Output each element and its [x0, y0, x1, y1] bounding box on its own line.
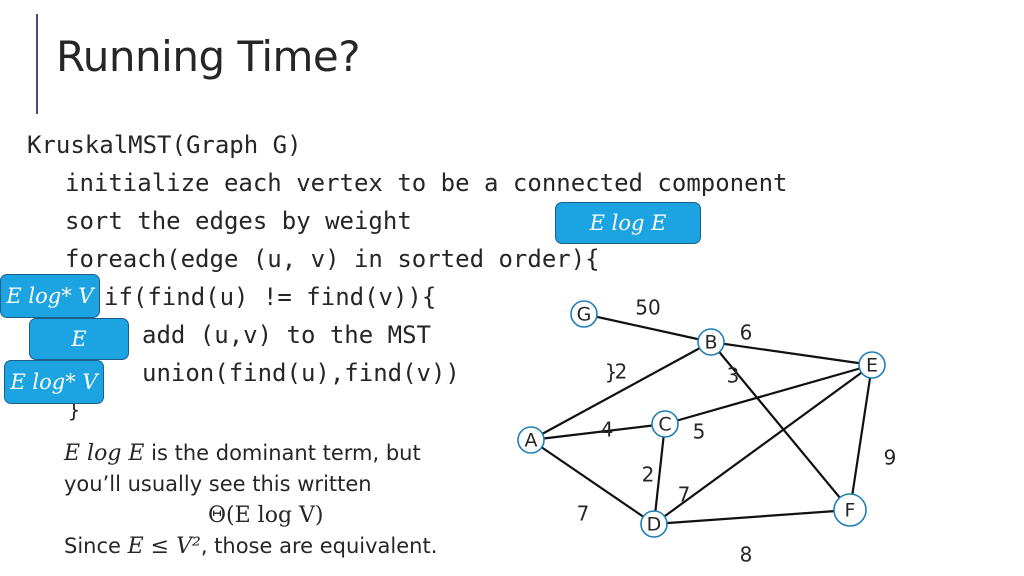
edge-weight-G-B: 50: [635, 296, 660, 320]
graph-node-circle-E: [858, 351, 886, 379]
note-dominant-term-math: E log E: [64, 441, 145, 466]
code-line-sort-edges: sort the edges by weight: [65, 207, 412, 235]
edge-weight-D-E: 7: [678, 483, 691, 507]
edge-weight-C-E: 5: [693, 420, 706, 444]
edge-D-F: [653, 508, 851, 526]
find-cost-badge: E log* V: [0, 274, 100, 318]
edge-B-E: [710, 340, 873, 367]
code-line-union: union(find(u),find(v)): [142, 359, 460, 387]
graph-node-label-B: B: [704, 332, 717, 354]
code-line-function-signature: KruskalMST(Graph G): [27, 131, 302, 159]
graph-node-circle-D: [640, 510, 668, 538]
note-dominant-term: E log E is the dominant term, but: [64, 441, 421, 466]
code-line-initialize: initialize each vertex to be a connected…: [65, 169, 788, 197]
note-equivalence: Since E ≤ V², those are equivalent.: [64, 534, 437, 559]
graph-node-E: E: [858, 351, 886, 379]
note-theta-math: Θ(E log V): [208, 503, 324, 528]
code-line-add-edge: add (u,v) to the MST: [142, 321, 431, 349]
edge-A-D: [530, 439, 655, 525]
graph-node-circle-C: [651, 410, 679, 438]
graph-node-label-G: G: [577, 304, 592, 326]
edge-C-D: [652, 423, 667, 525]
edge-A-C: [530, 422, 666, 442]
graph-node-label-E: E: [866, 355, 878, 377]
note-equivalence-post: , those are equivalent.: [200, 534, 438, 558]
edge-D-E: [653, 364, 873, 525]
edge-weight-B-F: 3: [727, 364, 740, 388]
graph-node-A: A: [517, 426, 545, 454]
edge-C-E: [664, 363, 873, 426]
graph-node-label-A: A: [525, 430, 538, 452]
code-line-if-find: if(find(u) != find(v)){: [104, 283, 437, 311]
edge-weight-E-F: 9: [884, 446, 897, 470]
edge-weight-A-D: 7: [577, 502, 590, 526]
union-cost-badge: E log* V: [4, 360, 104, 404]
edge-weight-B-E: 6: [740, 321, 753, 345]
slide-title: Running Time?: [56, 32, 361, 81]
graph-nodes: G B E C A F D: [517, 300, 886, 538]
graph-edges: [530, 312, 874, 526]
edge-A-B: [530, 341, 712, 441]
edge-B-F: [710, 341, 851, 511]
graph-node-F: F: [833, 493, 867, 527]
sort-cost-badge: E log E: [555, 202, 701, 244]
edge-weight-D-F: 8: [740, 543, 753, 567]
graph-node-label-F: F: [845, 500, 856, 522]
graph-node-C: C: [651, 410, 679, 438]
note-equivalence-math: E ≤ V²: [127, 534, 201, 559]
add-cost-badge: E: [29, 318, 129, 360]
graph-node-label-C: C: [658, 414, 671, 436]
graph-node-B: B: [697, 328, 725, 356]
edge-weight-A-B: 2: [615, 360, 628, 384]
note-usually-written: you’ll usually see this written: [64, 472, 372, 496]
code-outer-closing-brace: }: [68, 398, 81, 422]
graph-node-circle-F: [833, 493, 867, 527]
note-equivalence-pre: Since: [64, 534, 128, 558]
graph-node-circle-G: [570, 300, 598, 328]
note-theta-expression: Θ(E log V): [208, 503, 324, 528]
graph-node-circle-B: [697, 328, 725, 356]
edge-G-B: [583, 312, 712, 344]
graph-node-label-D: D: [647, 514, 662, 536]
code-line-foreach: foreach(edge (u, v) in sorted order){: [65, 245, 600, 273]
edge-E-F: [848, 364, 874, 511]
graph-node-G: G: [570, 300, 598, 328]
graph-node-D: D: [640, 510, 668, 538]
code-inner-closing-brace: }: [605, 360, 618, 384]
edge-weight-C-D: 2: [642, 463, 655, 487]
note-dominant-term-text: is the dominant term, but: [144, 441, 421, 465]
title-accent-bar: [36, 14, 38, 114]
graph-node-circle-A: [517, 426, 545, 454]
edge-weight-A-C: 4: [601, 418, 614, 442]
